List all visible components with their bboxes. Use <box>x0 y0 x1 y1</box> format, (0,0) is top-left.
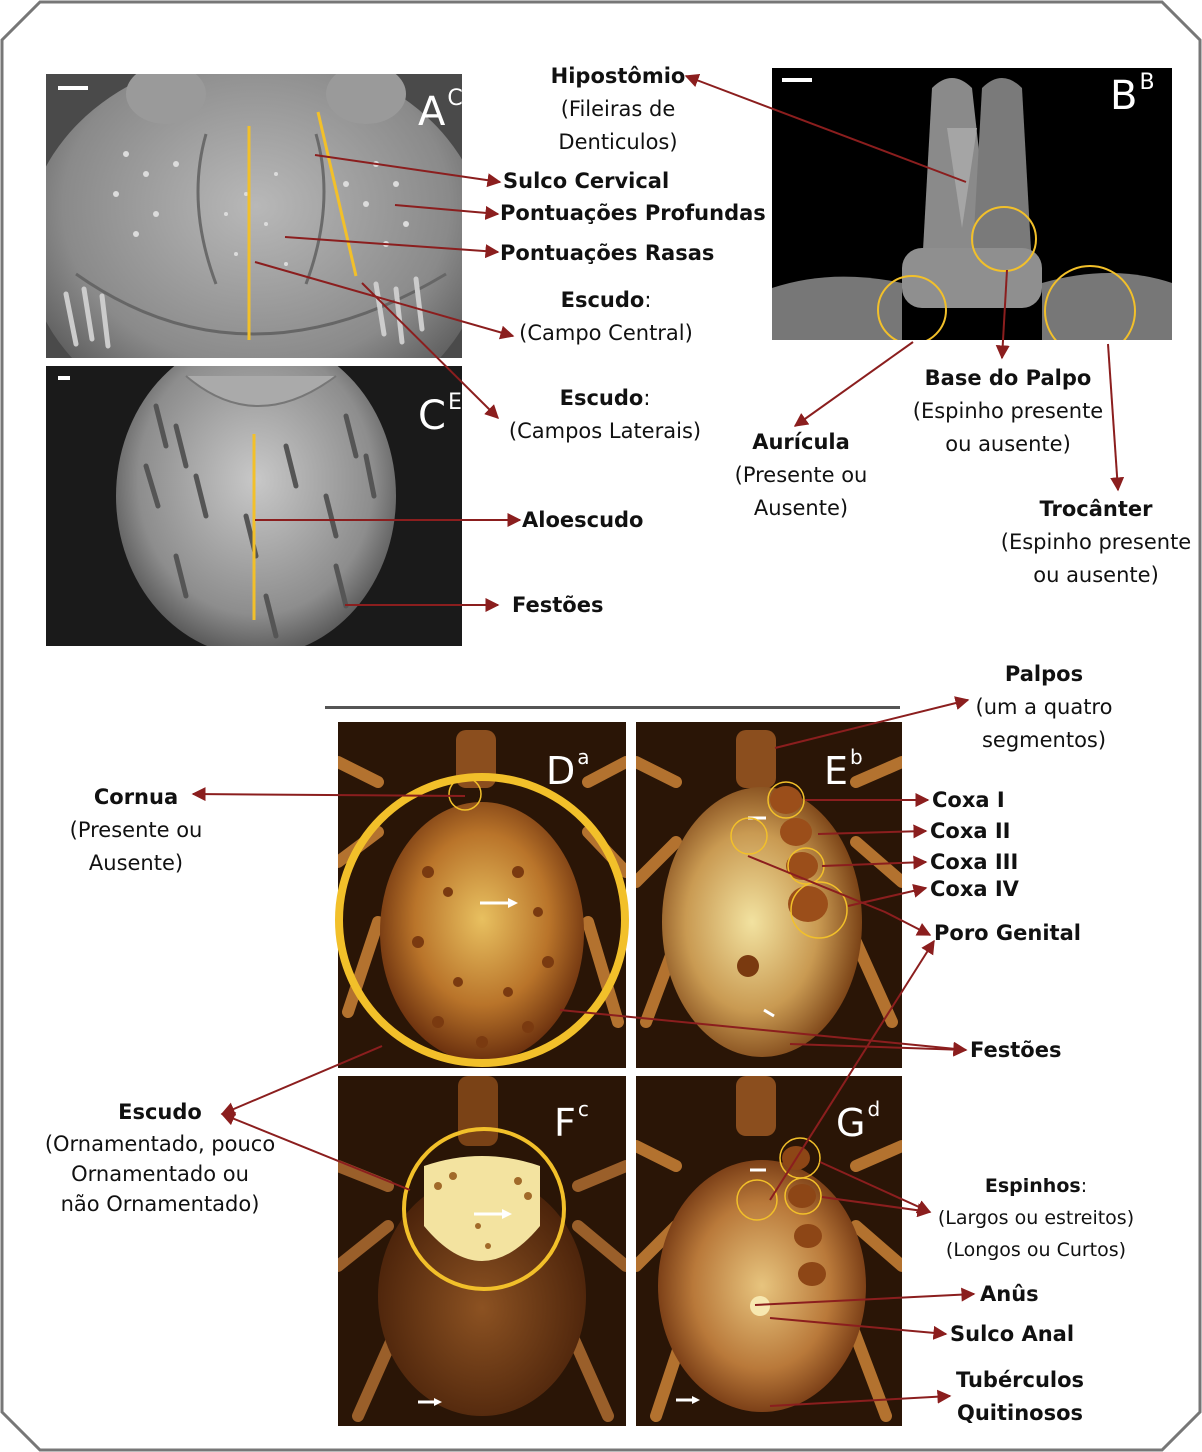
hipostomio-desc-2: Denticulos) <box>518 126 718 159</box>
tuberculos-line-1: Tubérculos <box>940 1364 1100 1397</box>
escudo-orn-title: Escudo <box>44 1096 276 1129</box>
label-escudo-laterais: Escudo: (Campos Laterais) <box>498 382 712 448</box>
section-divider <box>325 706 900 709</box>
panel-b-label: BB <box>1110 76 1155 116</box>
label-coxa-2: Coxa II <box>930 815 1011 848</box>
palpos-title: Palpos <box>954 658 1134 691</box>
label-tuberculos-quitinosos: Tubérculos Quitinosos <box>940 1364 1100 1430</box>
panel-f-label: Fc <box>554 1104 589 1142</box>
panel-e-label: Eb <box>824 752 863 790</box>
cornua-desc-2: Ausente) <box>56 847 216 880</box>
panel-a-sem-scutum: AC <box>46 74 462 358</box>
panel-d-label: Da <box>546 752 590 790</box>
escudo-central-title: Escudo <box>561 288 645 312</box>
auricula-desc-2: Ausente) <box>716 492 886 525</box>
trocanter-title: Trocânter <box>990 493 1202 526</box>
label-espinhos: Espinhos: (Largos ou estreitos) (Longos … <box>926 1170 1146 1266</box>
panel-c-image <box>46 366 462 646</box>
palpos-desc-1: (um a quatro <box>954 691 1134 724</box>
label-coxa-4: Coxa IV <box>930 873 1019 906</box>
panel-g-label: Gd <box>836 1104 880 1142</box>
panel-f-photo: Fc <box>338 1076 626 1426</box>
escudo-laterais-desc: (Campos Laterais) <box>498 415 712 448</box>
label-base-palpo: Base do Palpo (Espinho presente ou ausen… <box>898 362 1118 461</box>
label-poro-genital: Poro Genital <box>934 917 1081 950</box>
panel-a-image <box>46 74 462 358</box>
label-anus: Anûs <box>980 1278 1039 1311</box>
base-palpo-title: Base do Palpo <box>898 362 1118 395</box>
label-aloescudo: Aloescudo <box>522 504 643 537</box>
label-escudo-central: Escudo: (Campo Central) <box>506 284 706 350</box>
panel-e-photo: Eb <box>636 722 902 1068</box>
palpos-desc-2: segmentos) <box>954 724 1134 757</box>
hipostomio-title: Hipostômio <box>518 60 718 93</box>
panel-b-sem-capitulum: BB <box>772 68 1172 340</box>
label-cornua: Cornua (Presente ou Ausente) <box>56 781 216 880</box>
label-coxa-1: Coxa I <box>932 784 1005 817</box>
label-sulco-anal: Sulco Anal <box>950 1318 1074 1351</box>
label-sulco-cervical: Sulco Cervical <box>503 165 669 198</box>
label-pontuacoes-profundas: Pontuações Profundas <box>500 197 766 230</box>
label-festoes-top: Festões <box>512 589 603 622</box>
escudo-laterais-colon: : <box>643 386 650 410</box>
escudo-orn-desc-3: não Ornamentado) <box>44 1189 276 1219</box>
label-palpos: Palpos (um a quatro segmentos) <box>954 658 1134 757</box>
auricula-desc-1: (Presente ou <box>716 459 886 492</box>
base-palpo-desc-2: ou ausente) <box>898 428 1118 461</box>
cornua-title: Cornua <box>56 781 216 814</box>
panel-c-label: CE <box>418 396 462 436</box>
label-pontuacoes-rasas: Pontuações Rasas <box>500 237 714 270</box>
escudo-orn-desc-1: (Ornamentado, pouco <box>44 1129 276 1159</box>
label-trocanter: Trocânter (Espinho presente ou ausente) <box>990 493 1202 592</box>
label-festoes-bottom: Festões <box>970 1034 1061 1067</box>
panel-d-photo: Da <box>338 722 626 1068</box>
trocanter-desc-2: ou ausente) <box>990 559 1202 592</box>
panel-g-photo: Gd <box>636 1076 902 1426</box>
escudo-orn-desc-2: Ornamentado ou <box>44 1159 276 1189</box>
label-hipostomio: Hipostômio (Fileiras de Denticulos) <box>518 60 718 159</box>
escudo-central-desc: (Campo Central) <box>506 317 706 350</box>
base-palpo-desc-1: (Espinho presente <box>898 395 1118 428</box>
espinhos-title: Espinhos <box>985 1175 1081 1197</box>
auricula-title: Aurícula <box>716 426 886 459</box>
cornua-desc-1: (Presente ou <box>56 814 216 847</box>
panel-c-sem-alloscutum: CE <box>46 366 462 646</box>
label-auricula: Aurícula (Presente ou Ausente) <box>716 426 886 525</box>
espinhos-desc-1: (Largos ou estreitos) <box>926 1202 1146 1234</box>
escudo-central-colon: : <box>644 288 651 312</box>
trocanter-desc-1: (Espinho presente <box>990 526 1202 559</box>
hipostomio-desc-1: (Fileiras de <box>518 93 718 126</box>
panel-a-label: AC <box>418 92 462 132</box>
label-escudo-ornamentado: Escudo (Ornamentado, pouco Ornamentado o… <box>44 1096 276 1219</box>
escudo-laterais-title: Escudo <box>560 386 644 410</box>
espinhos-colon: : <box>1081 1175 1087 1197</box>
espinhos-desc-2: (Longos ou Curtos) <box>926 1234 1146 1266</box>
tuberculos-line-2: Quitinosos <box>940 1397 1100 1430</box>
